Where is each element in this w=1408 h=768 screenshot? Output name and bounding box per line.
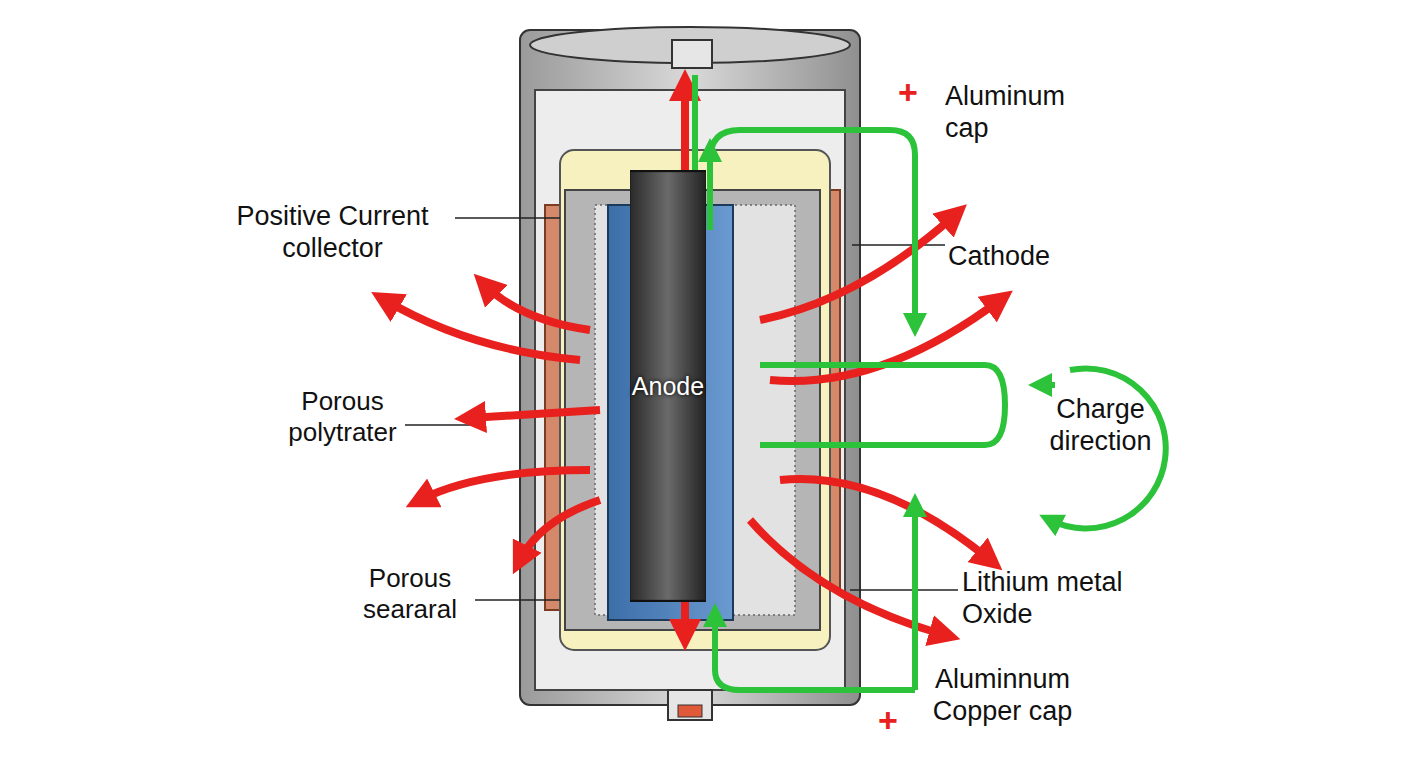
part-label: Aluminnum Copper cap: [915, 663, 1090, 728]
part-label: Cathode: [948, 240, 1098, 272]
part-label: +: [878, 700, 908, 741]
part-label: Porous seararal: [340, 563, 480, 625]
part-label: Lithium metal Oxide: [962, 566, 1162, 631]
part-label: Charge direction: [1028, 393, 1173, 458]
part-label: Porous polytrater: [275, 386, 410, 448]
node-text: Anode: [632, 372, 704, 401]
part-label: Aluminum cap: [945, 80, 1085, 145]
part-label: +: [898, 72, 928, 113]
anode-cylinder: Anode: [630, 170, 706, 602]
part-label: Positive Current collector: [205, 200, 460, 265]
